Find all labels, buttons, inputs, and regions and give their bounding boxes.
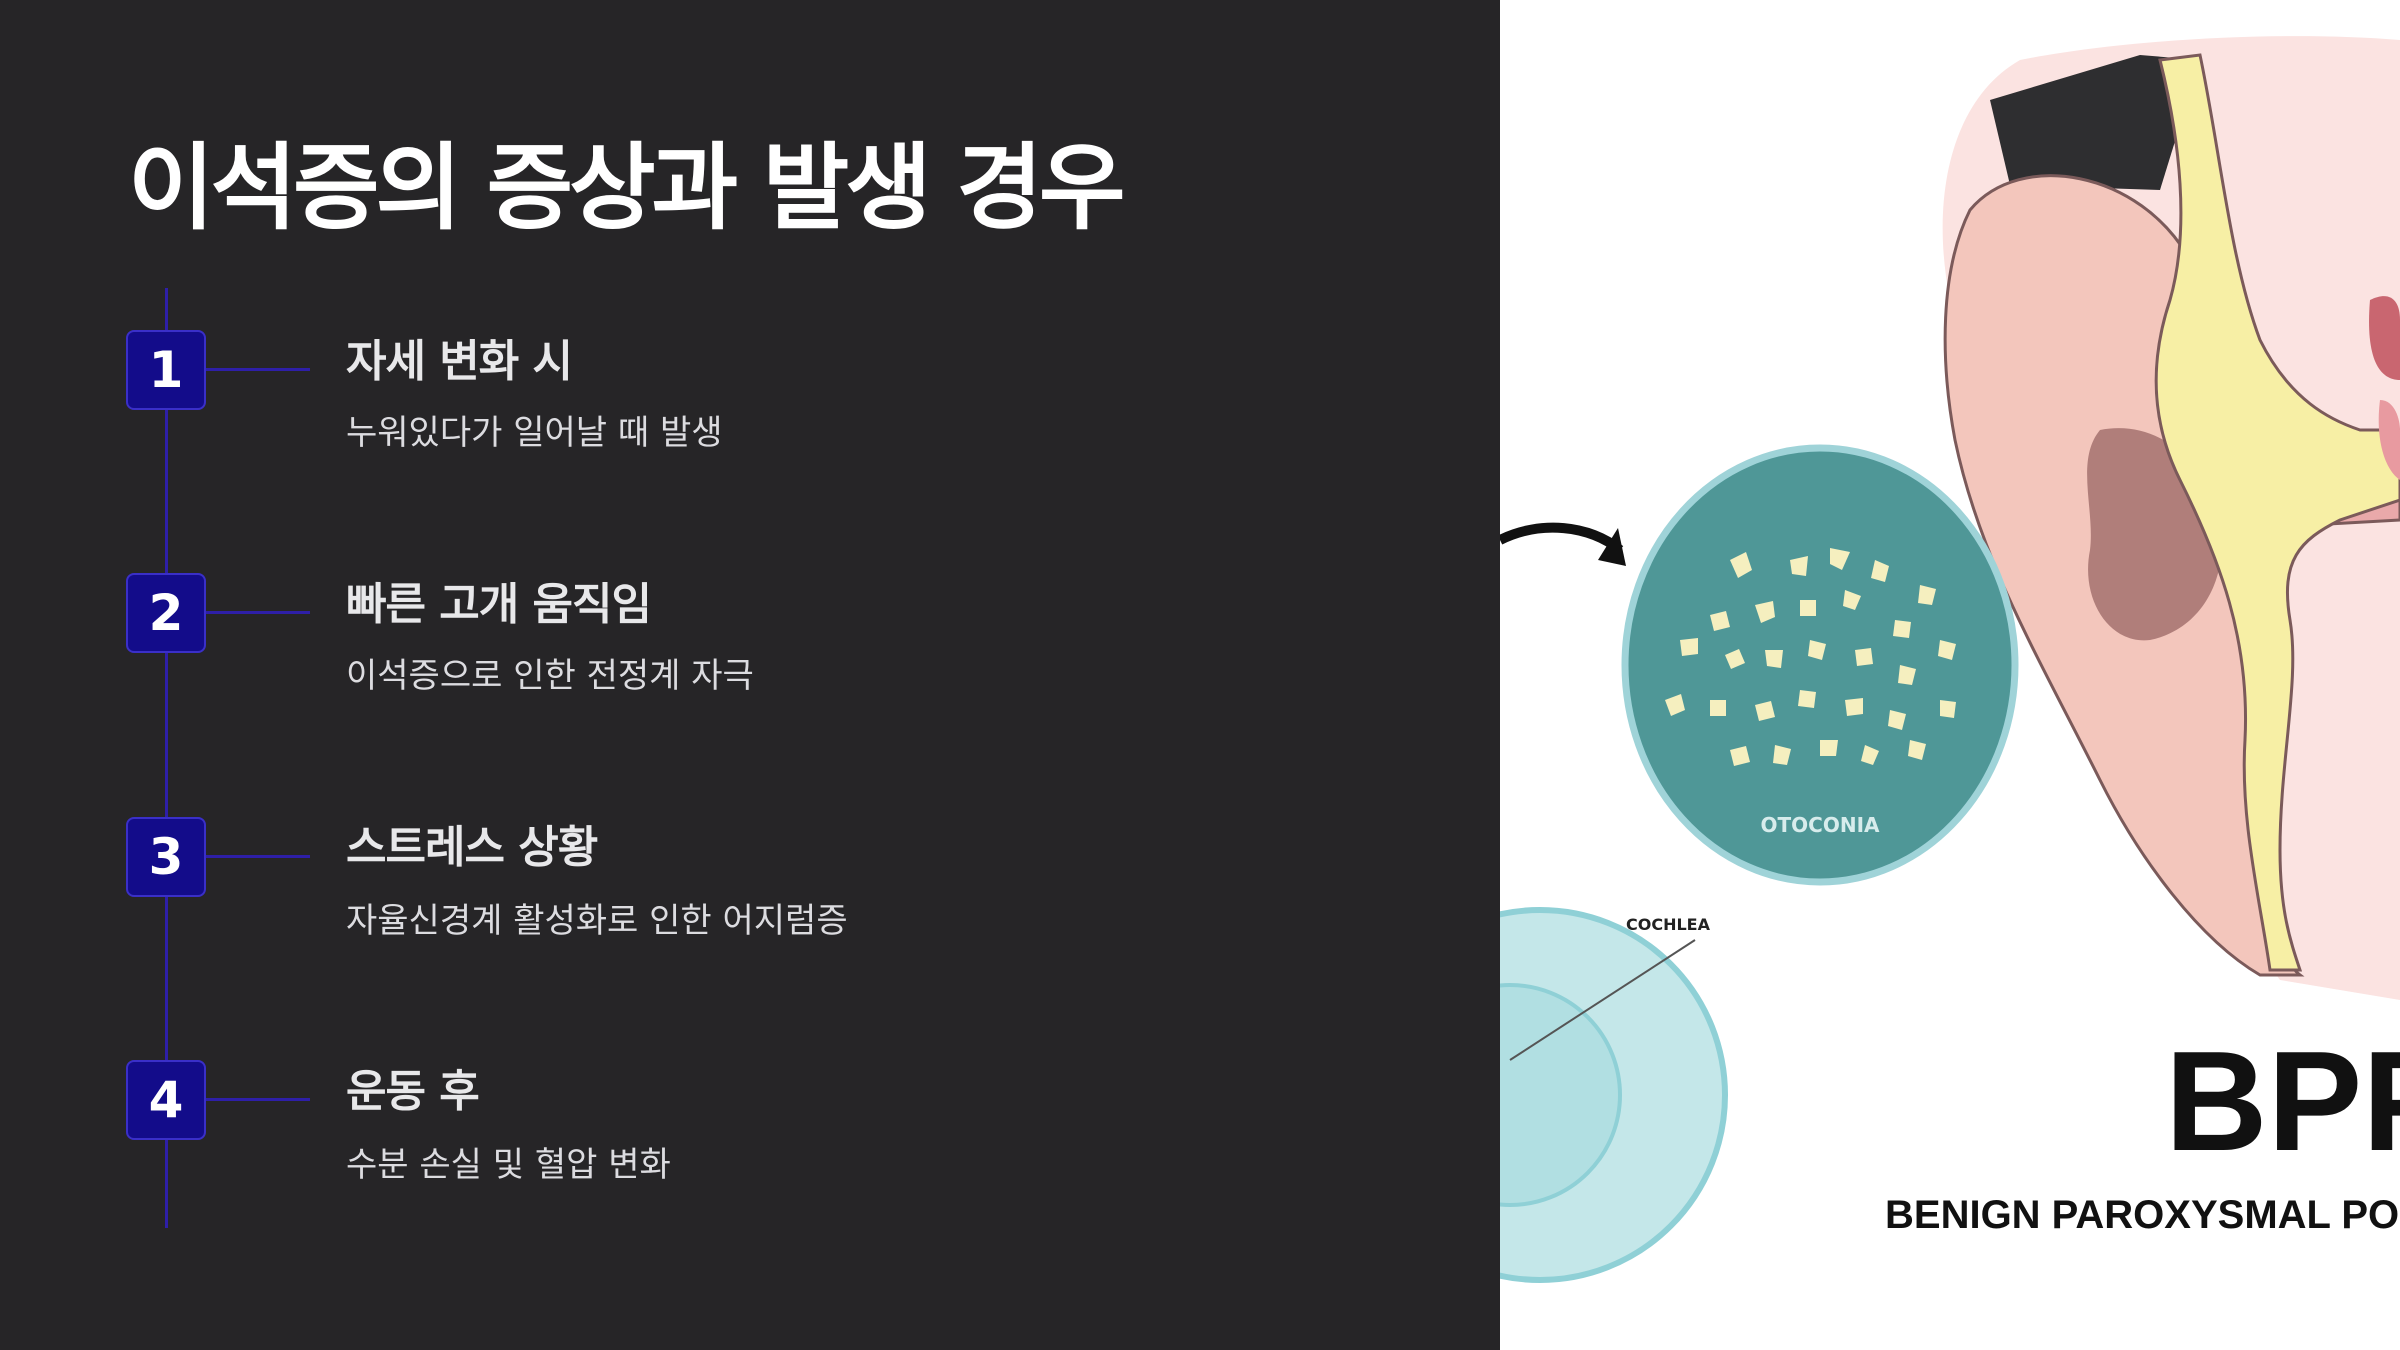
step-title: 빠른 고개 움직임 xyxy=(346,579,652,630)
step-description: 수분 손실 및 혈압 변화 xyxy=(346,1145,671,1185)
ear-diagram-image: OTOCONIA COCHLEA BPP BENIGN PAROXYSMAL P… xyxy=(1500,36,2400,1283)
step-number-badge: 2 xyxy=(126,573,206,653)
content-panel: 이석증의 증상과 발생 경우 1 자세 변화 시 누워있다가 일어날 때 발생 … xyxy=(126,134,1126,1228)
step-description: 자율신경계 활성화로 인한 어지럼증 xyxy=(346,901,848,941)
bppv-subheading: BENIGN PAROXYSMAL PO xyxy=(1885,1193,2399,1237)
slide-title: 이석증의 증상과 발생 경우 xyxy=(128,134,1125,243)
step-connector xyxy=(206,1098,310,1101)
step-number-badge: 1 xyxy=(126,330,206,410)
timeline-line xyxy=(165,288,168,1228)
bppv-heading: BPP xyxy=(2165,1022,2400,1181)
otoconia-label: OTOCONIA xyxy=(1761,813,1881,837)
step-title: 운동 후 xyxy=(346,1066,480,1117)
step-connector xyxy=(206,611,310,614)
otoconia-crystals xyxy=(1665,548,1956,766)
hair-shape xyxy=(1990,55,2200,190)
cochlea-label: COCHLEA xyxy=(1626,915,1711,934)
step-connector xyxy=(206,855,310,858)
step-number-badge: 3 xyxy=(126,817,206,897)
step-title: 스트레스 상황 xyxy=(346,822,598,873)
step-number-badge: 4 xyxy=(126,1060,206,1140)
otoconia-circle xyxy=(1621,444,2019,886)
step-title: 자세 변화 시 xyxy=(346,336,573,387)
arrow-icon xyxy=(1500,522,1624,554)
cochlea-pointer xyxy=(1509,939,1696,1061)
step-description: 누워있다가 일어날 때 발생 xyxy=(346,413,723,453)
step-description: 이석증으로 인한 전정계 자극 xyxy=(346,656,754,696)
ear-illustration: OTOCONIA COCHLEA BPP BENIGN PAROXYSMAL P… xyxy=(1500,0,2400,1350)
step-connector xyxy=(206,368,310,371)
